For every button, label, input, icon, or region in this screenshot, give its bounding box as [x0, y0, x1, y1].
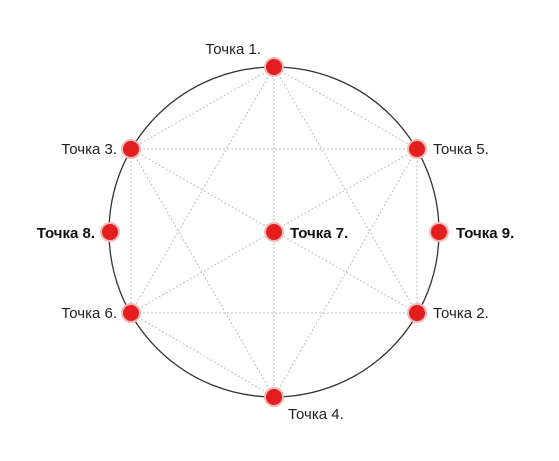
point-5-label: Точка 5.	[433, 141, 489, 158]
point-2-label: Точка 2.	[433, 305, 489, 322]
point-1-label: Точка 1.	[205, 41, 261, 58]
connection-line-p1-p3	[130, 66, 275, 150]
connection-line-p5-p4	[273, 148, 418, 398]
point-2: Точка 2.	[407, 303, 489, 323]
point-8-label: Точка 8.	[37, 225, 95, 242]
point-4: Точка 4.	[264, 387, 344, 423]
point-9-label: Точка 9.	[456, 225, 514, 242]
point-6: Точка 6.	[61, 303, 141, 323]
point-3-label: Точка 3.	[61, 141, 117, 158]
connection-line-p1-p2	[273, 66, 418, 314]
point-7-label: Точка 7.	[290, 225, 348, 242]
point-8-dot	[100, 222, 120, 242]
point-1-dot	[264, 57, 284, 77]
connection-line-p1-p5	[273, 66, 418, 150]
connection-line-p3-p4	[130, 148, 275, 398]
point-9-dot	[429, 222, 449, 242]
point-4-label: Точка 4.	[288, 406, 344, 423]
point-5-dot	[407, 139, 427, 159]
point-2-dot	[407, 303, 427, 323]
point-4-dot	[264, 387, 284, 407]
point-6-dot	[121, 303, 141, 323]
point-1: Точка 1.	[205, 41, 284, 77]
point-8: Точка 8.	[37, 222, 120, 242]
point-3-dot	[121, 139, 141, 159]
connection-line-p1-p6	[130, 66, 275, 314]
point-5: Точка 5.	[407, 139, 489, 159]
point-7: Точка 7.	[264, 222, 348, 242]
point-9: Точка 9.	[429, 222, 514, 242]
connection-line-p6-p4	[130, 312, 275, 398]
point-7-dot	[264, 222, 284, 242]
point-3: Точка 3.	[61, 139, 141, 159]
point-6-label: Точка 6.	[61, 305, 117, 322]
